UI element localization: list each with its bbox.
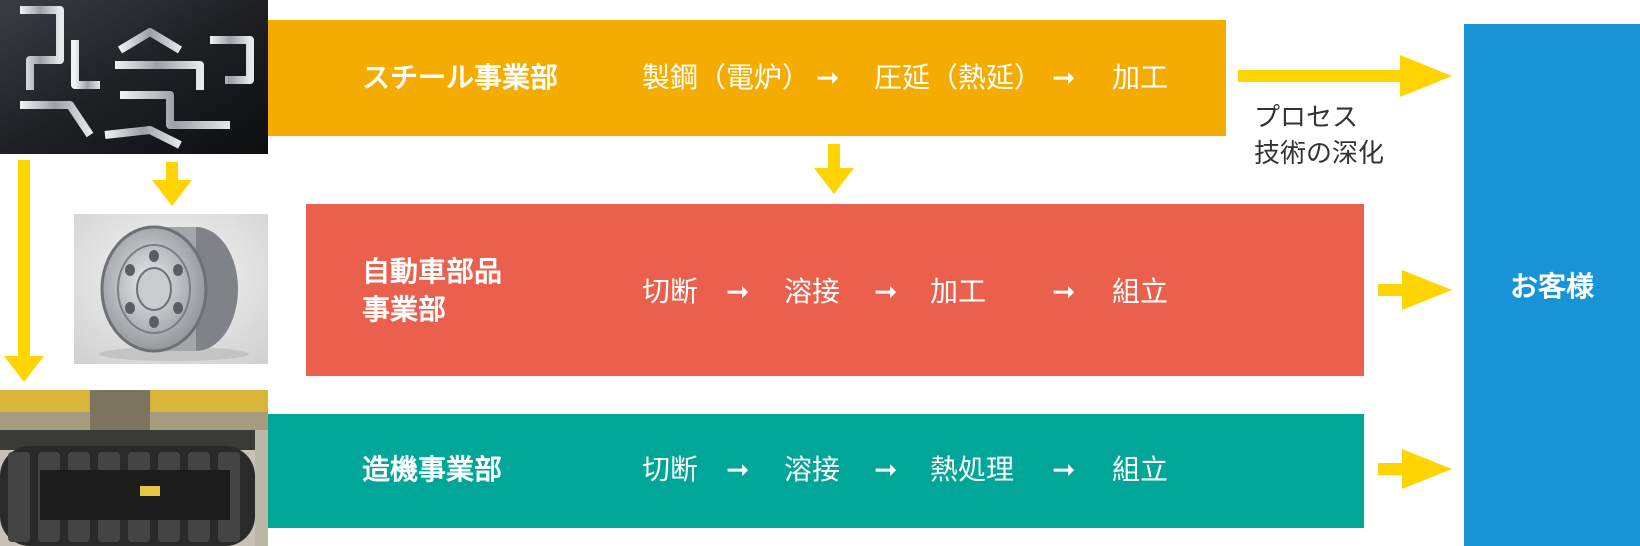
auto-step-3: 加工 xyxy=(930,275,987,308)
auto-parts-division-band: 自動車部品 事業部 切断 ➞ 溶接 ➞ 加工 ➞ 組立 xyxy=(306,204,1364,376)
arrow-down-steel-to-auto xyxy=(814,144,854,194)
auto-division-name-line1: 自動車部品 xyxy=(362,255,503,288)
machinery-step-3: 熱処理 xyxy=(930,453,1015,486)
machinery-step-2: 溶接 xyxy=(784,453,841,486)
auto-division-name-line2: 事業部 xyxy=(362,293,447,326)
steel-arrow-2: ➞ xyxy=(1052,61,1076,94)
auto-step-2: 溶接 xyxy=(784,275,841,308)
steel-arrow-1: ➞ xyxy=(816,61,840,94)
machinery-arrow-1: ➞ xyxy=(726,453,750,486)
arrow-down-long xyxy=(4,160,44,382)
machinery-division-name: 造機事業部 xyxy=(362,453,503,486)
arrow-down-short-photo xyxy=(152,162,192,206)
process-deepening-note: プロセス 技術の深化 xyxy=(1254,100,1424,172)
steel-step-1: 製鋼（電炉） xyxy=(642,61,811,94)
arrow-right-machine xyxy=(1378,449,1452,489)
wheel-photo xyxy=(74,214,268,364)
machinery-step-4: 組立 xyxy=(1112,453,1169,486)
customer-label: お客様 xyxy=(1509,270,1594,303)
arrow-right-steel xyxy=(1238,55,1452,97)
steel-step-2: 圧延（熱延） xyxy=(874,61,1043,94)
excavator-photo xyxy=(0,390,268,546)
auto-step-4: 組立 xyxy=(1112,275,1169,308)
auto-arrow-3: ➞ xyxy=(1052,275,1076,308)
machinery-arrow-2: ➞ xyxy=(874,453,898,486)
machinery-division-band: 造機事業部 切断 ➞ 溶接 ➞ 熱処理 ➞ 組立 xyxy=(268,414,1364,528)
steel-parts-photo xyxy=(0,0,268,154)
note-line-2: 技術の深化 xyxy=(1254,139,1385,169)
steel-division-name: スチール事業部 xyxy=(362,61,559,94)
steel-step-3: 加工 xyxy=(1112,61,1169,94)
machinery-step-1: 切断 xyxy=(642,453,699,486)
steel-division-band: スチール事業部 製鋼（電炉） ➞ 圧延（熱延） ➞ 加工 xyxy=(268,20,1226,136)
customer-box: お客様 xyxy=(1464,24,1640,546)
machinery-arrow-3: ➞ xyxy=(1052,453,1076,486)
arrow-right-auto xyxy=(1378,270,1452,310)
note-line-1: プロセス xyxy=(1254,103,1359,133)
auto-step-1: 切断 xyxy=(642,275,699,308)
auto-arrow-1: ➞ xyxy=(726,275,750,308)
auto-arrow-2: ➞ xyxy=(874,275,898,308)
